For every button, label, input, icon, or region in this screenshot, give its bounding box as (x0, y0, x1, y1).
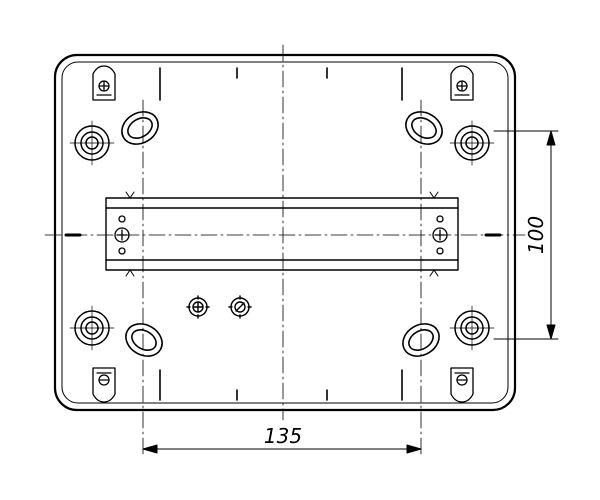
center-lines (44, 44, 526, 456)
dimension-label-horizontal: 135 (264, 424, 302, 448)
corner-latch-bottom-left (92, 367, 116, 403)
mounting-hole-icon (449, 120, 495, 166)
keyhole-slot-icon (402, 323, 440, 357)
mounting-hole-icon (69, 120, 115, 166)
corner-latch-top-left (92, 65, 116, 101)
screw-icon (432, 215, 448, 255)
corner-latch-bottom-right (450, 367, 474, 403)
mounting-hole-icon (449, 305, 495, 351)
mounting-hole-icon (69, 305, 115, 351)
screw-icon (114, 215, 130, 255)
dimension-vertical (493, 130, 559, 340)
dimension-horizontal (142, 444, 422, 454)
keyhole-slot-icon (121, 111, 159, 145)
keyhole-slot-icon (405, 111, 443, 145)
rib-marks (64, 67, 502, 401)
enclosure-body (53, 53, 517, 412)
terminal-icon (186, 295, 210, 319)
corner-latch-top-right (450, 65, 474, 101)
din-rail (105, 191, 459, 277)
keyhole-slot-icon (125, 323, 163, 357)
terminal-icon (228, 295, 252, 319)
dimension-label-vertical: 100 (524, 216, 548, 254)
